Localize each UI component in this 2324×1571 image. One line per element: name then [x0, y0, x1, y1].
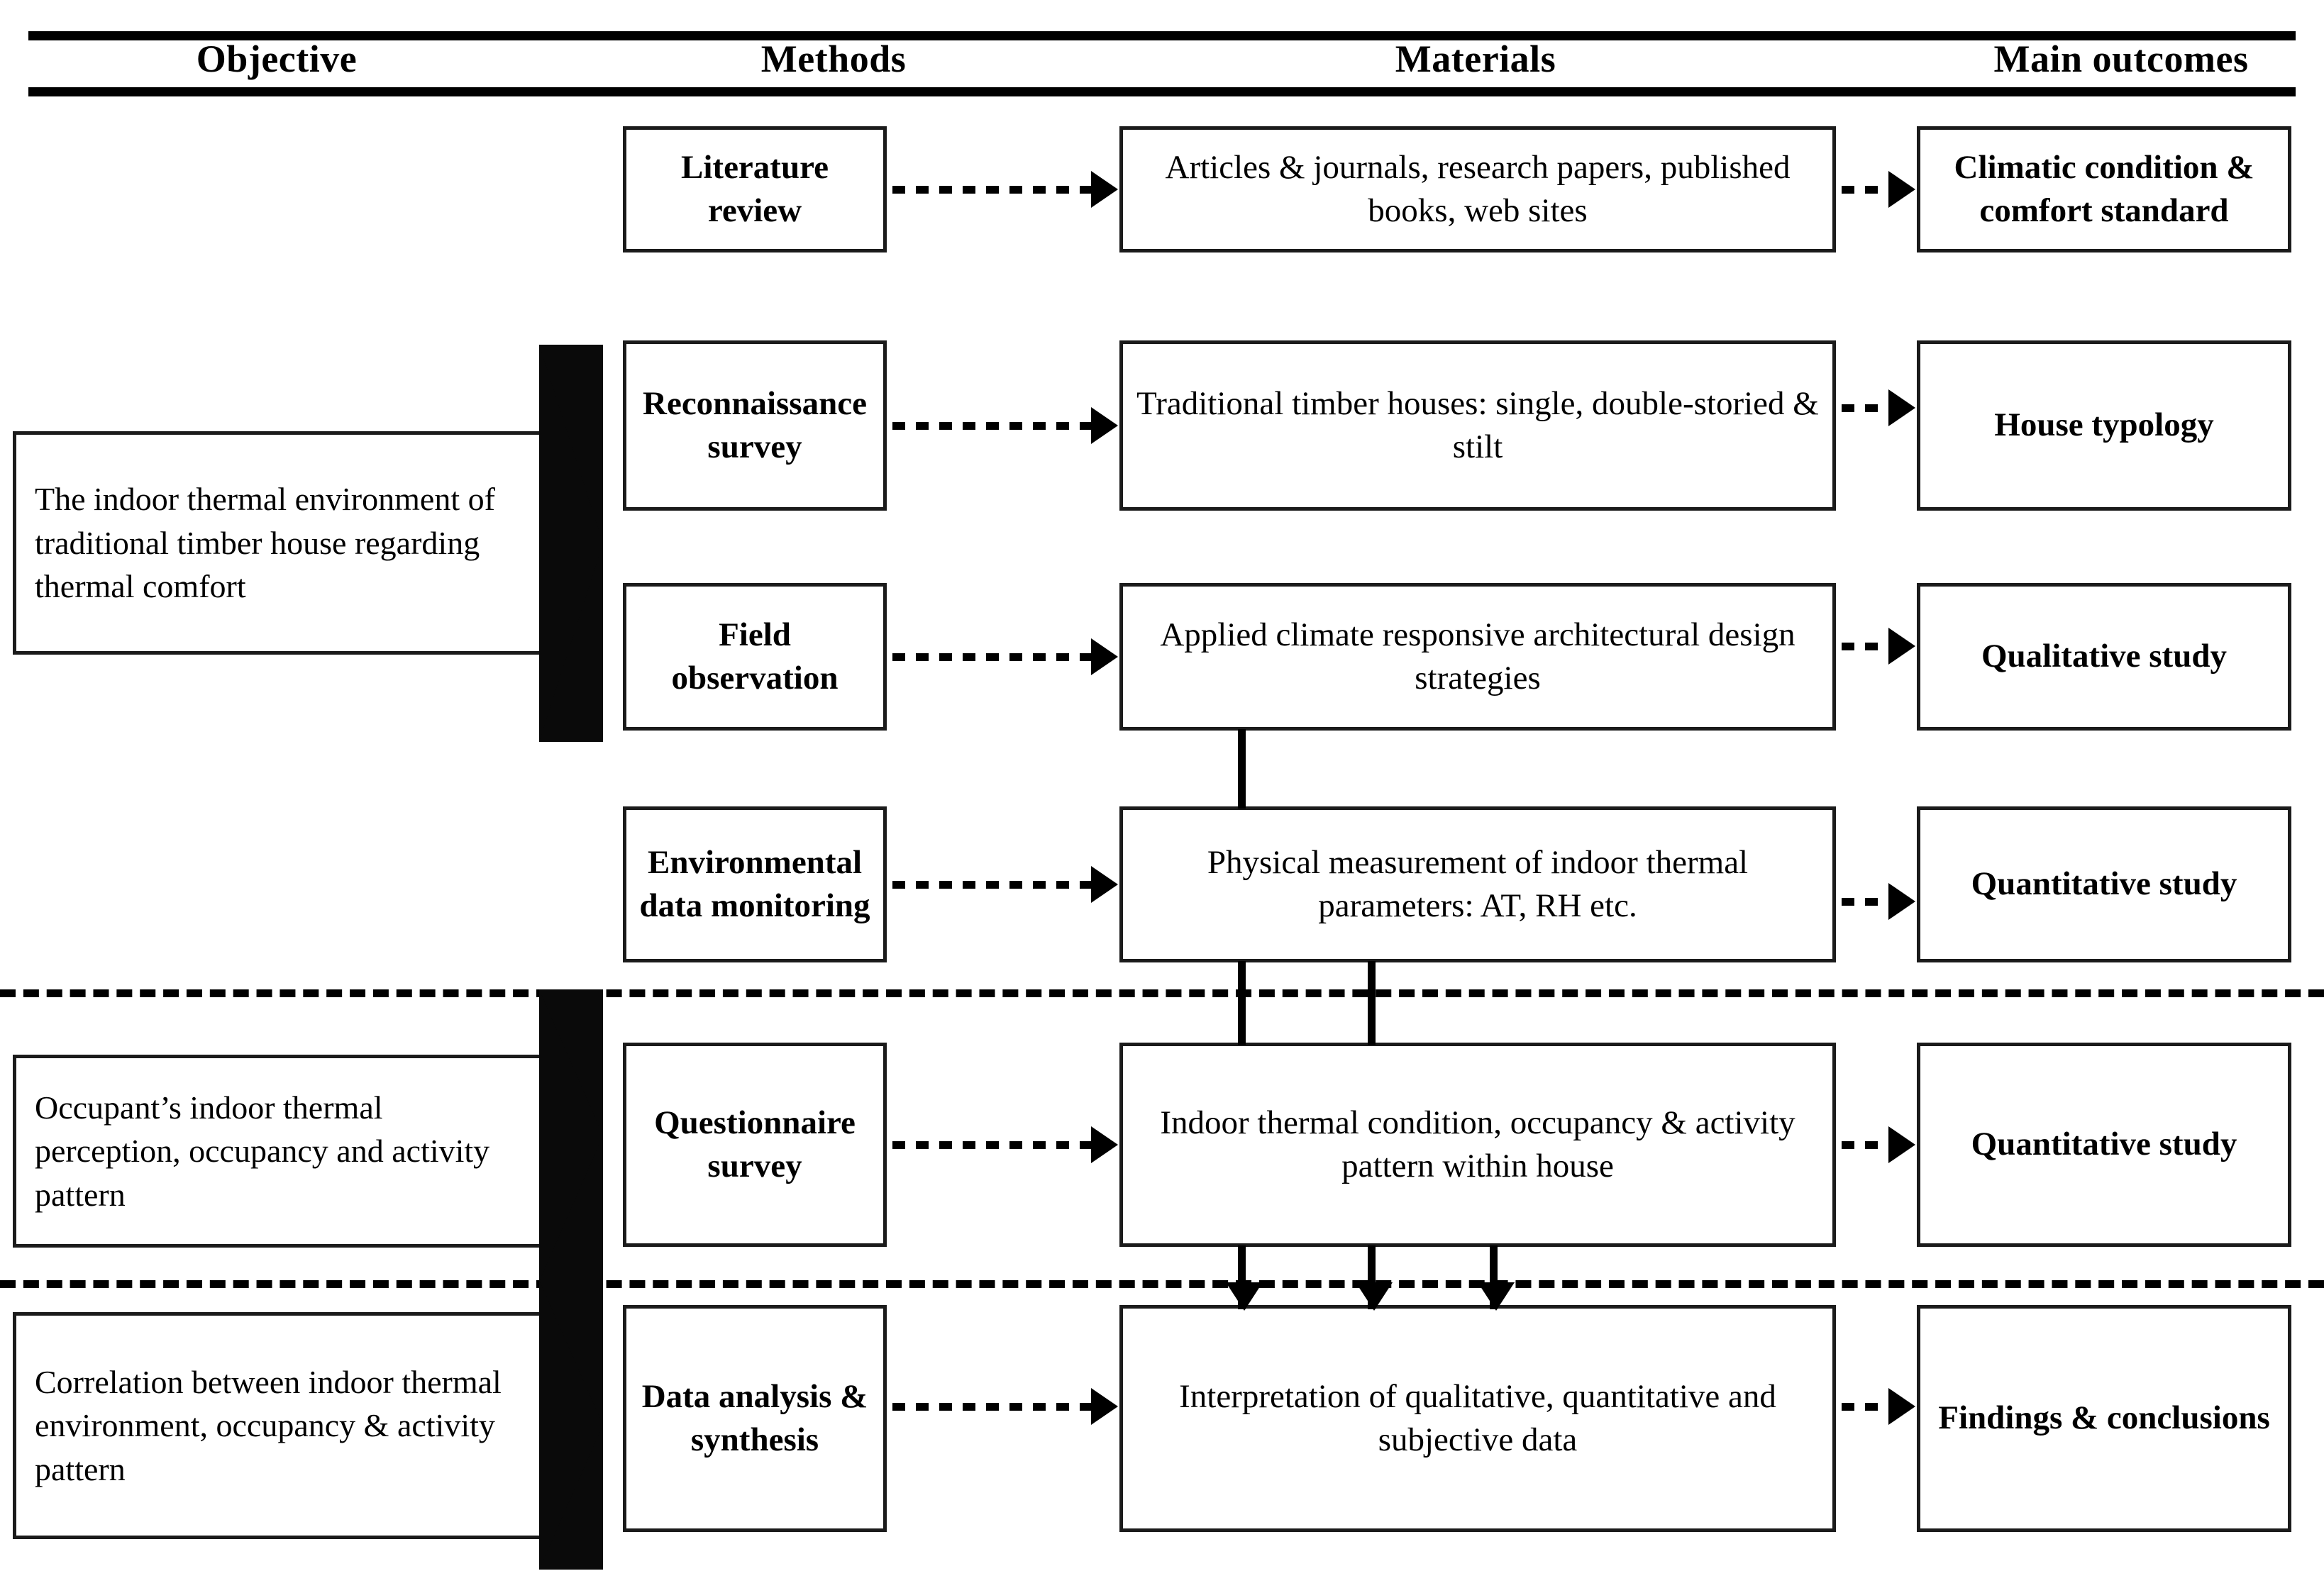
dotted-line [892, 185, 1092, 194]
objective-chevron-2 [539, 989, 603, 1282]
outcome-box-qualitative-study[interactable]: Qualitative study [1917, 583, 2291, 731]
arrowhead-right-icon [1888, 171, 1915, 208]
connector-measurement-to-indoor-b [1368, 961, 1376, 1045]
material-box-physical-measurement[interactable]: Physical measurement of indoor thermal p… [1119, 806, 1836, 962]
connector-indoor-to-interpretation-a-upper [1238, 1245, 1246, 1279]
dotted-arrow-material-to-outcome-2 [1842, 389, 1915, 426]
dotted-arrow-method-to-material-3 [892, 638, 1118, 675]
arrowhead-right-icon [1091, 407, 1118, 444]
material-label-literature-sources: Articles & journals, research papers, pu… [1165, 148, 1791, 229]
material-box-timber-houses[interactable]: Traditional timber houses: single, doubl… [1119, 340, 1836, 511]
material-box-interpretation[interactable]: Interpretation of qualitative, quantitat… [1119, 1305, 1836, 1532]
method-box-field-observation[interactable]: Field observation [623, 583, 887, 731]
method-label-field-observation: Field observation [671, 616, 839, 696]
column-header-objective: Objective [196, 38, 358, 80]
outcome-box-quantitative-study-2[interactable]: Quantitative study [1917, 1043, 2291, 1247]
connector-design-to-measurement [1238, 729, 1246, 809]
objective-text-1: The indoor thermal environment of tradit… [35, 481, 495, 605]
dotted-arrow-method-to-material-5 [892, 1126, 1118, 1163]
dotted-arrow-material-to-outcome-1 [1842, 171, 1915, 208]
dotted-line [1842, 404, 1890, 412]
dotted-arrow-material-to-outcome-3 [1842, 628, 1915, 665]
connector-measurement-to-indoor-a [1238, 961, 1246, 1045]
objective-box-2[interactable]: Occupant’s indoor thermal perception, oc… [13, 1055, 545, 1248]
dotted-line [1842, 185, 1890, 194]
material-label-physical-measurement: Physical measurement of indoor thermal p… [1207, 843, 1749, 924]
outcome-box-house-typology[interactable]: House typology [1917, 340, 2291, 511]
outcome-box-climatic-condition[interactable]: Climatic condition & comfort standard [1917, 126, 2291, 252]
arrowhead-right-icon [1888, 1388, 1915, 1425]
arrowhead-right-icon [1091, 1388, 1118, 1425]
method-box-questionnaire-survey[interactable]: Questionnaire survey [623, 1043, 887, 1247]
material-label-interpretation: Interpretation of qualitative, quantitat… [1179, 1377, 1776, 1458]
arrowhead-right-icon [1091, 171, 1118, 208]
column-header-materials: Materials [1395, 38, 1556, 80]
material-label-design-strategies: Applied climate responsive architectural… [1160, 616, 1795, 696]
material-box-indoor-thermal-condition[interactable]: Indoor thermal condition, occupancy & ac… [1119, 1043, 1836, 1247]
section-divider-1 [0, 989, 2324, 997]
objective-box-1[interactable]: The indoor thermal environment of tradit… [13, 431, 545, 655]
dotted-line [1842, 897, 1890, 906]
outcome-box-quantitative-study-1[interactable]: Quantitative study [1917, 806, 2291, 962]
dotted-arrow-material-to-outcome-5 [1842, 1126, 1915, 1163]
material-label-indoor-thermal-condition: Indoor thermal condition, occupancy & ac… [1160, 1104, 1795, 1184]
outcome-label-quantitative-study-1: Quantitative study [1971, 865, 2237, 903]
arrowhead-down-icon-b [1356, 1282, 1393, 1311]
outcome-label-quantitative-study-2: Quantitative study [1971, 1126, 2237, 1163]
objective-chevron-3 [539, 1280, 603, 1570]
arrowhead-right-icon [1091, 866, 1118, 903]
column-header-methods: Methods [760, 38, 907, 80]
dotted-arrow-method-to-material-4 [892, 866, 1118, 903]
connector-indoor-to-interpretation-c-upper [1490, 1245, 1498, 1279]
arrowhead-right-icon [1888, 628, 1915, 665]
outcome-box-findings-conclusions[interactable]: Findings & conclusions [1917, 1305, 2291, 1532]
outcome-label-findings-conclusions: Findings & conclusions [1938, 1399, 2270, 1437]
outcome-label-climatic-condition: Climatic condition & comfort standard [1954, 148, 2254, 229]
dotted-arrow-material-to-outcome-4 [1842, 883, 1915, 920]
dotted-line [892, 653, 1092, 661]
dotted-line [1842, 1402, 1890, 1411]
material-box-design-strategies[interactable]: Applied climate responsive architectural… [1119, 583, 1836, 731]
method-box-data-analysis-synthesis[interactable]: Data analysis & synthesis [623, 1305, 887, 1532]
arrowhead-right-icon [1888, 1126, 1915, 1163]
method-box-reconnaissance-survey[interactable]: Reconnaissance survey [623, 340, 887, 511]
arrowhead-right-icon [1091, 638, 1118, 675]
dotted-line [1842, 1140, 1890, 1149]
method-label-environmental-data-monitoring: Environmental data monitoring [639, 843, 870, 924]
outcome-label-qualitative-study: Qualitative study [1981, 638, 2227, 675]
arrowhead-down-icon-c [1478, 1282, 1515, 1311]
method-label-questionnaire-survey: Questionnaire survey [654, 1104, 856, 1184]
method-label-reconnaissance-survey: Reconnaissance survey [643, 384, 867, 465]
dotted-line [1842, 642, 1890, 650]
objective-text-2: Occupant’s indoor thermal perception, oc… [35, 1089, 490, 1213]
arrowhead-down-icon-a [1226, 1282, 1263, 1311]
dotted-line [892, 421, 1092, 430]
arrowhead-right-icon [1091, 1126, 1118, 1163]
dotted-arrow-method-to-material-1 [892, 171, 1118, 208]
column-header-main-outcomes: Main outcomes [1993, 38, 2249, 80]
connector-indoor-to-interpretation-b-upper [1368, 1245, 1376, 1279]
dotted-line [892, 1140, 1092, 1149]
objective-box-3[interactable]: Correlation between indoor thermal envir… [13, 1312, 545, 1539]
objective-chevron-1 [539, 345, 603, 742]
method-label-literature-review: Literature review [681, 148, 829, 229]
dotted-arrow-method-to-material-2 [892, 407, 1118, 444]
header-rule-top [28, 31, 2296, 40]
dotted-line [892, 1402, 1092, 1411]
dotted-arrow-method-to-material-6 [892, 1388, 1118, 1425]
header-rule-bottom [28, 87, 2296, 96]
section-divider-2 [0, 1280, 2324, 1288]
arrowhead-right-icon [1888, 389, 1915, 426]
outcome-label-house-typology: House typology [1994, 406, 2214, 444]
dotted-arrow-material-to-outcome-6 [1842, 1388, 1915, 1425]
material-box-literature-sources[interactable]: Articles & journals, research papers, pu… [1119, 126, 1836, 252]
arrowhead-right-icon [1888, 883, 1915, 920]
method-label-data-analysis-synthesis: Data analysis & synthesis [641, 1377, 868, 1458]
method-box-literature-review[interactable]: Literature review [623, 126, 887, 252]
material-label-timber-houses: Traditional timber houses: single, doubl… [1136, 384, 1819, 465]
objective-text-3: Correlation between indoor thermal envir… [35, 1363, 502, 1487]
dotted-line [892, 880, 1092, 889]
method-box-environmental-data-monitoring[interactable]: Environmental data monitoring [623, 806, 887, 962]
